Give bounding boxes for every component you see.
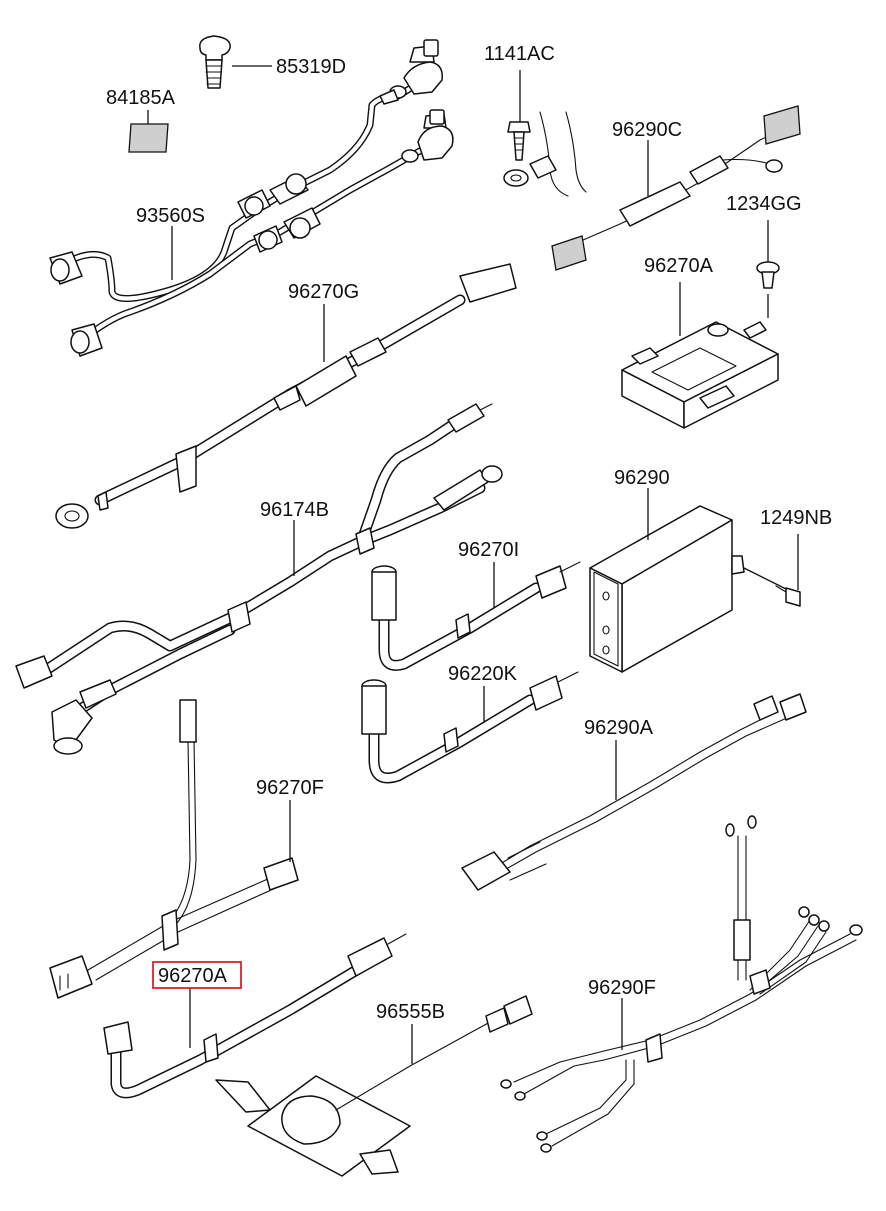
label-96270G[interactable]: 96270G: [288, 281, 359, 303]
label-96290A[interactable]: 96290A: [584, 717, 654, 739]
antenna-96555B: [215, 995, 533, 1177]
harness-96270A: [103, 933, 407, 1099]
screw-1234GG: [756, 261, 780, 289]
label-96290F[interactable]: 96290F: [588, 977, 656, 999]
harness-96270G: [55, 263, 517, 529]
bolt-1141AC: [507, 121, 531, 161]
label-96270A-highlighted[interactable]: 96270A: [158, 965, 228, 987]
harness-96290F: [500, 815, 863, 1153]
label-96270I[interactable]: 96270I: [458, 539, 519, 561]
label-1141AC[interactable]: 1141AC: [484, 43, 555, 65]
label-96220K[interactable]: 96220K: [448, 663, 518, 685]
label-96555B[interactable]: 96555B: [376, 1001, 445, 1023]
tape-84185A: [128, 123, 169, 153]
label-93560S[interactable]: 93560S: [136, 205, 205, 227]
label-96270F[interactable]: 96270F: [256, 777, 324, 799]
harness-93560S: [49, 39, 454, 357]
label-84185A[interactable]: 84185A: [106, 87, 176, 109]
label-1249NB[interactable]: 1249NB: [760, 507, 832, 529]
label-96290[interactable]: 96290: [614, 467, 670, 489]
label-1234GG[interactable]: 1234GG: [726, 193, 802, 215]
harness-96270F: [49, 699, 299, 999]
module-96270A: [621, 321, 779, 429]
label-96290C[interactable]: 96290C: [612, 119, 682, 141]
screw-1249NB: [775, 585, 801, 607]
label-85319D[interactable]: 85319D: [276, 56, 346, 78]
label-96174B[interactable]: 96174B: [260, 499, 329, 521]
harness-96270I: [371, 561, 581, 671]
label-96270A-module[interactable]: 96270A: [644, 255, 714, 277]
harness-96174B: [15, 403, 503, 755]
harness-96290C: [551, 105, 801, 271]
ground-terminal: [503, 111, 587, 197]
harness-96290A: [461, 693, 807, 891]
harness-96220K: [361, 671, 579, 784]
box-96290: [589, 505, 745, 673]
highlight-box-96270A: [152, 961, 242, 989]
clip-85319D: [199, 35, 231, 89]
